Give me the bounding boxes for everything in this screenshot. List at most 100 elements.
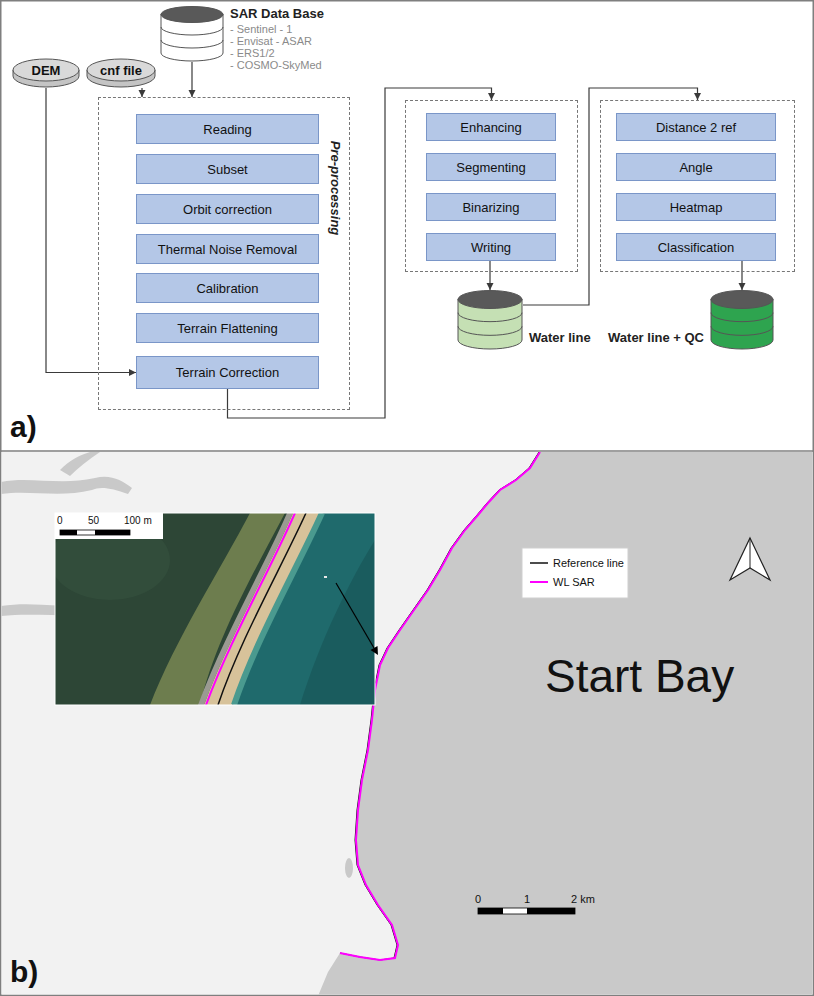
sea-water <box>300 540 375 705</box>
group-frame: Distance 2 refAngleHeatmapClassification <box>600 100 795 272</box>
connector-arrow <box>46 88 136 376</box>
connector-line <box>46 88 136 373</box>
box-label: Distance 2 ref <box>656 120 736 135</box>
database-top <box>711 291 773 309</box>
scale-bar <box>95 530 130 535</box>
process-box: Classification <box>616 233 776 261</box>
arrow-head <box>189 90 196 97</box>
box-label: Classification <box>658 240 735 255</box>
box-label: Orbit correction <box>183 202 272 217</box>
database-cylinder: Water line + QC <box>710 290 774 350</box>
database-source: - Envisat - ASAR <box>230 35 312 47</box>
arrow-head <box>139 90 146 97</box>
scale-bar <box>503 908 527 914</box>
box-label: Segmenting <box>456 160 525 175</box>
database-top <box>458 291 522 309</box>
panel-letter: b) <box>10 955 38 990</box>
database-shape <box>710 290 774 350</box>
scale-bar <box>60 530 77 535</box>
database-layer <box>161 27 223 35</box>
database-layer <box>161 40 223 48</box>
box-label: Reading <box>203 122 251 137</box>
database-cylinder: Water line <box>457 290 523 350</box>
process-box: Binarizing <box>426 193 556 221</box>
legend-label: Reference line <box>553 556 624 570</box>
box-label: Calibration <box>196 281 258 296</box>
scale-bar <box>478 908 575 914</box>
group-frame: EnhancingSegmentingBinarizingWriting <box>405 100 578 272</box>
database-source: - COSMO-SkyMed <box>230 59 322 71</box>
arrow-head <box>371 646 379 655</box>
scale-number: 0 <box>475 893 481 906</box>
process-box: Orbit correction <box>136 194 319 224</box>
land-area <box>2 452 813 995</box>
map <box>2 452 813 995</box>
process-box: Terrain Correction <box>136 356 319 389</box>
box-label: Terrain Correction <box>176 365 279 380</box>
legend-sample <box>530 562 548 564</box>
database-layer <box>458 313 522 322</box>
connector-arrow <box>739 261 746 290</box>
database-source: - Sentinel - 1 <box>230 23 292 35</box>
box-label: Binarizing <box>462 200 519 215</box>
north-arrow <box>750 538 751 568</box>
file-label: DEM <box>12 58 80 82</box>
box-label: Enhancing <box>460 120 521 135</box>
input-file: cnf file <box>86 58 156 88</box>
input-file: DEM <box>12 58 80 88</box>
process-box: Distance 2 ref <box>616 113 776 141</box>
disk-top <box>87 59 155 81</box>
panel-divider <box>0 450 814 452</box>
scale-number: 100 m <box>124 515 152 527</box>
lagoon <box>345 858 353 878</box>
process-box: Writing <box>426 233 556 261</box>
database-label: Water line <box>529 330 591 345</box>
process-box: Subset <box>136 154 319 184</box>
arrow-head <box>694 93 701 100</box>
process-box: Segmenting <box>426 153 556 181</box>
box-label: Heatmap <box>670 200 723 215</box>
arrow-head <box>488 93 495 100</box>
leader-arrow <box>336 583 374 648</box>
legend-sample <box>530 581 548 583</box>
scale-number: 1 <box>524 893 530 906</box>
arrow-head <box>487 283 494 290</box>
database-source: - ERS1/2 <box>230 47 275 59</box>
database-shape <box>457 290 523 350</box>
arrow-head <box>739 283 746 290</box>
sea-water <box>232 513 375 705</box>
estuary <box>60 452 100 476</box>
connector-arrow <box>189 62 196 97</box>
connector-arrow <box>487 261 494 290</box>
surf <box>234 513 322 705</box>
box-label: Writing <box>471 240 511 255</box>
scale-number: 2 km <box>571 893 595 906</box>
database-cylinder: SAR Data Base- Sentinel - 1- Envisat - A… <box>160 6 224 62</box>
process-box: Heatmap <box>616 193 776 221</box>
legend-box <box>522 548 628 598</box>
process-box: Enhancing <box>426 113 556 141</box>
boat <box>324 576 327 578</box>
disk-top <box>13 59 79 81</box>
panel-letter: a) <box>10 410 37 445</box>
database-layer <box>711 326 773 335</box>
scale-bar <box>527 908 575 914</box>
scale-bar <box>478 908 503 914</box>
box-label: Angle <box>679 160 712 175</box>
legend-label: WL SAR <box>553 575 595 589</box>
scale-number: 0 <box>57 515 63 527</box>
database-layer <box>711 313 773 322</box>
database-top <box>161 7 223 23</box>
process-box: Terrain Flattening <box>136 313 319 343</box>
process-box: Angle <box>616 153 776 181</box>
north-arrow <box>730 538 770 580</box>
box-label: Terrain Flattening <box>177 321 277 336</box>
inset-frame <box>55 513 375 705</box>
database-shape <box>160 6 224 62</box>
process-box: Reading <box>136 114 319 144</box>
database-layer <box>458 326 522 335</box>
scale-background <box>55 513 163 539</box>
